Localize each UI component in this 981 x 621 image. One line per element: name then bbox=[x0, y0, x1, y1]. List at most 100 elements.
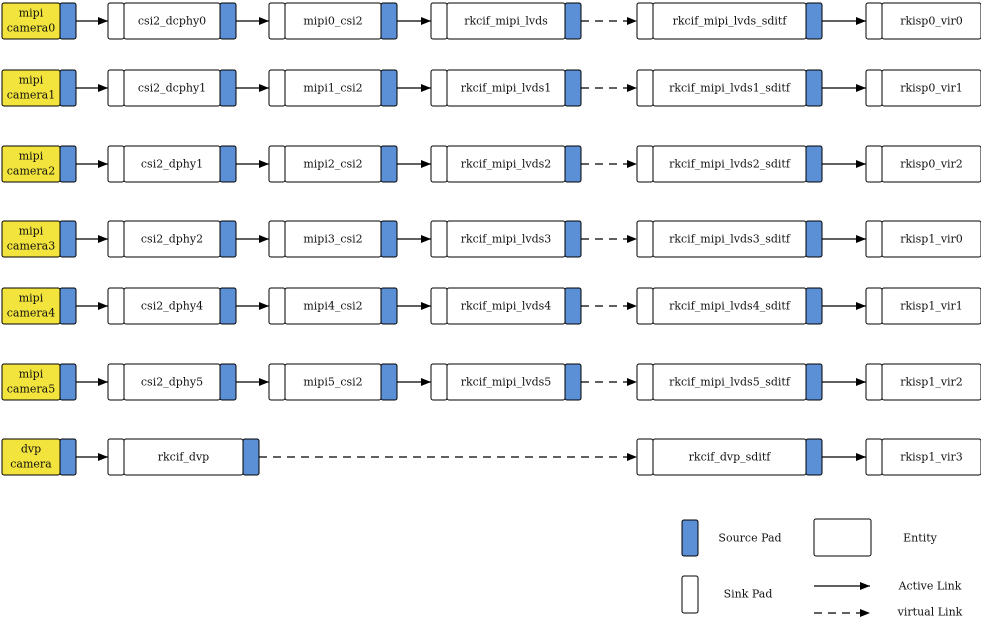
source-pad bbox=[805, 69, 823, 107]
isp-entity-label: rkisp1_vir3 bbox=[900, 451, 963, 464]
source-pad bbox=[805, 287, 823, 325]
sink-pad bbox=[636, 2, 654, 40]
camera-label-line2: camera2 bbox=[7, 165, 55, 178]
sditf-entity-label: rkcif_mipi_lvds5_sditf bbox=[669, 376, 791, 389]
source-pad bbox=[805, 220, 823, 258]
csi-entity-label: mipi4_csi2 bbox=[303, 300, 362, 313]
legend-entity-swatch bbox=[813, 518, 872, 557]
source-pad bbox=[59, 145, 77, 183]
csi-entity-label: mipi1_csi2 bbox=[303, 82, 362, 95]
camera-label-line1: mipi bbox=[19, 368, 44, 381]
isp-entity-label: rkisp1_vir1 bbox=[900, 300, 963, 313]
dphy-entity-label: csi2_dcphy1 bbox=[138, 82, 206, 95]
lvds-entity-label: rkcif_mipi_lvds3 bbox=[461, 233, 552, 246]
sditf-entity-label: rkcif_mipi_lvds4_sditf bbox=[669, 300, 791, 313]
camera-label-line2: camera1 bbox=[7, 89, 55, 102]
camera-label-line2: camera bbox=[10, 458, 52, 471]
isp-entity-label: rkisp0_vir1 bbox=[900, 82, 963, 95]
sink-pad bbox=[430, 220, 448, 258]
sink-pad bbox=[430, 363, 448, 401]
source-pad bbox=[59, 363, 77, 401]
sditf-entity-label: rkcif_dvp_sditf bbox=[689, 451, 772, 464]
camera-label-line2: camera5 bbox=[7, 383, 55, 396]
camera-label-line2: camera3 bbox=[7, 240, 55, 253]
sditf-entity-label: rkcif_mipi_lvds1_sditf bbox=[669, 82, 791, 95]
legend-source-pad-label: Source Pad bbox=[718, 532, 781, 545]
isp-entity-label: rkisp0_vir0 bbox=[900, 15, 963, 28]
sink-pad bbox=[268, 69, 286, 107]
source-pad bbox=[805, 145, 823, 183]
lvds-entity-label: rkcif_mipi_lvds1 bbox=[461, 82, 552, 95]
isp-entity-label: rkisp1_vir2 bbox=[900, 376, 963, 389]
source-pad bbox=[564, 69, 582, 107]
sink-pad bbox=[865, 145, 883, 183]
isp-entity-label: rkisp0_vir2 bbox=[900, 158, 963, 171]
source-pad bbox=[380, 363, 398, 401]
source-pad bbox=[805, 2, 823, 40]
sink-pad bbox=[865, 2, 883, 40]
sditf-entity-label: rkcif_mipi_lvds3_sditf bbox=[669, 233, 791, 246]
lvds-entity-label: rkcif_mipi_lvds4 bbox=[461, 300, 552, 313]
sink-pad bbox=[107, 438, 125, 476]
source-pad bbox=[564, 363, 582, 401]
legend-sink-pad-label: Sink Pad bbox=[724, 588, 773, 601]
camera-label-line2: camera4 bbox=[7, 307, 55, 320]
legend-active-link-label: Active Link bbox=[898, 580, 962, 593]
csi-entity-label: mipi2_csi2 bbox=[303, 158, 362, 171]
source-pad bbox=[219, 363, 237, 401]
dphy-entity-label: csi2_dphy4 bbox=[141, 300, 203, 313]
entity-body bbox=[881, 287, 981, 325]
entity-body bbox=[881, 363, 981, 401]
source-pad bbox=[564, 287, 582, 325]
pipeline-row-5: mipi camera5 csi2_dphy5 mipi5_csi2 rkcif_mip… bbox=[1, 363, 981, 401]
source-pad bbox=[59, 438, 77, 476]
dphy-entity-label: csi2_dcphy0 bbox=[138, 15, 206, 28]
source-pad bbox=[219, 220, 237, 258]
sink-pad bbox=[865, 220, 883, 258]
camera-label-line1: mipi bbox=[19, 150, 44, 163]
source-pad bbox=[219, 69, 237, 107]
entity-body bbox=[881, 438, 981, 476]
source-pad bbox=[242, 438, 260, 476]
sink-pad bbox=[107, 287, 125, 325]
sink-pad bbox=[865, 363, 883, 401]
csi-entity-label: mipi3_csi2 bbox=[303, 233, 362, 246]
source-pad bbox=[219, 287, 237, 325]
dphy-entity-label: csi2_dphy5 bbox=[141, 376, 203, 389]
dphy-entity-label: csi2_dphy2 bbox=[141, 233, 203, 246]
dphy-entity-label: csi2_dphy1 bbox=[141, 158, 203, 171]
source-pad bbox=[564, 2, 582, 40]
sink-pad bbox=[107, 2, 125, 40]
sink-pad bbox=[107, 145, 125, 183]
sink-pad bbox=[107, 363, 125, 401]
source-pad bbox=[59, 2, 77, 40]
entity-body bbox=[881, 2, 981, 40]
source-pad bbox=[564, 145, 582, 183]
isp-entity-label: rkisp1_vir0 bbox=[900, 233, 963, 246]
sink-pad bbox=[107, 69, 125, 107]
csi-entity-label: mipi0_csi2 bbox=[303, 15, 362, 28]
sink-pad bbox=[865, 287, 883, 325]
sink-pad bbox=[636, 220, 654, 258]
legend-source-pad-swatch bbox=[681, 519, 699, 557]
source-pad bbox=[380, 145, 398, 183]
legend-virtual-link-label: virtual Link bbox=[897, 606, 963, 619]
sink-pad bbox=[268, 363, 286, 401]
camera-label-line1: mipi bbox=[19, 292, 44, 305]
sink-pad bbox=[107, 220, 125, 258]
sink-pad bbox=[430, 145, 448, 183]
sditf-entity-label: rkcif_mipi_lvds_sditf bbox=[673, 15, 788, 28]
source-pad bbox=[564, 220, 582, 258]
sink-pad bbox=[268, 2, 286, 40]
sink-pad bbox=[636, 69, 654, 107]
csi-entity-label: mipi5_csi2 bbox=[303, 376, 362, 389]
dvp-entity-label: rkcif_dvp bbox=[158, 451, 209, 464]
sink-pad bbox=[636, 363, 654, 401]
